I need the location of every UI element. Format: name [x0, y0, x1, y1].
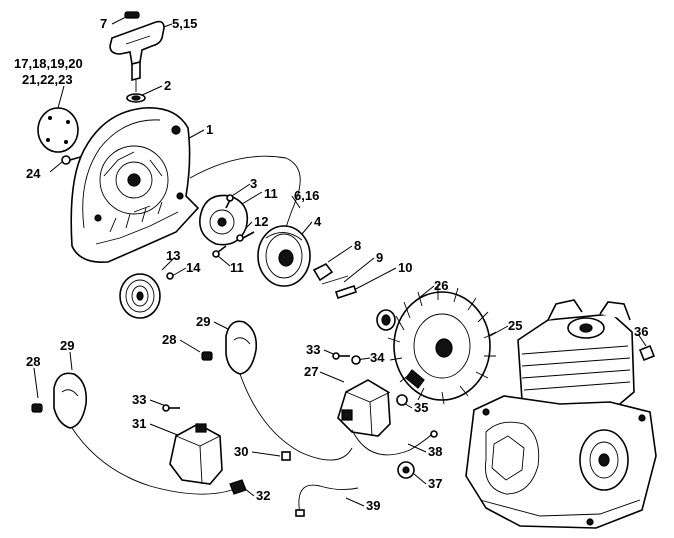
label-30: 30 [234, 444, 248, 459]
label-27: 27 [304, 364, 318, 379]
part-28-spring-left [31, 403, 43, 413]
label-31: 31 [132, 416, 146, 431]
label-37: 37 [428, 476, 442, 491]
part-2-bushing [126, 93, 146, 103]
part-14-spring-tab [166, 272, 174, 280]
part-25-flywheel [387, 284, 497, 405]
part-27-ignition-module [337, 379, 438, 456]
label-17-20: 17,18,19,20 [14, 56, 83, 71]
label-34: 34 [370, 350, 385, 365]
label-2: 2 [164, 78, 171, 93]
part-36-clip [638, 344, 656, 362]
label-3: 3 [250, 176, 257, 191]
part-34-washer [351, 355, 361, 365]
label-11-lower: 11 [230, 260, 244, 275]
label-8: 8 [354, 238, 361, 253]
label-28-left: 28 [26, 354, 40, 369]
engine-assembly [465, 299, 657, 529]
part-8-pawl [312, 262, 334, 282]
label-29-right: 29 [196, 314, 210, 329]
part-35-washer [396, 394, 408, 406]
part-9-clip [321, 275, 349, 285]
part-33-screws [162, 352, 350, 412]
part-29-boot-right [225, 320, 353, 461]
label-39: 39 [366, 498, 380, 513]
label-12: 12 [254, 214, 268, 229]
label-11-upper: 11 [264, 186, 278, 201]
label-13: 13 [166, 248, 180, 263]
label-14: 14 [186, 260, 201, 275]
part-29-boot-left [53, 372, 233, 495]
label-33-right: 33 [306, 342, 320, 357]
part-24-screw [61, 155, 85, 165]
starter-handle [109, 11, 165, 92]
label-6-16: 6,16 [294, 188, 319, 203]
label-7: 7 [100, 16, 107, 31]
label-9: 9 [376, 250, 383, 265]
part-31-ignition-module [169, 423, 223, 485]
label-28-right: 28 [162, 332, 176, 347]
label-21-23: 21,22,23 [22, 72, 73, 87]
label-10: 10 [398, 260, 412, 275]
screws-11-12 [212, 194, 255, 258]
part-39-short-circuit-wire [295, 484, 359, 517]
label-26: 26 [434, 278, 448, 293]
part-32-clip [229, 479, 247, 495]
part-3-plate [199, 194, 249, 246]
label-4: 4 [314, 214, 322, 229]
part-6-starter-rope [189, 155, 301, 241]
leader-lines [33, 15, 647, 507]
label-29-left: 29 [60, 338, 74, 353]
label-33-left: 33 [132, 392, 146, 407]
part-17-decal-plate [37, 107, 79, 153]
part-37-grommet [397, 461, 415, 479]
part-13-rewind-spring [119, 273, 161, 319]
label-32: 32 [256, 488, 270, 503]
label-36: 36 [634, 324, 648, 339]
part-30-lead [281, 451, 291, 461]
label-1: 1 [206, 122, 213, 137]
part-4-rope-rotor [257, 225, 311, 287]
part-28-spring-right [201, 351, 213, 361]
part-1-fan-housing [70, 107, 200, 263]
label-35: 35 [414, 400, 428, 415]
label-25: 25 [508, 318, 522, 333]
label-5-15: 5,15 [172, 16, 197, 31]
label-24: 24 [26, 166, 41, 181]
part-10-washer [334, 284, 358, 300]
part-26-nut [376, 309, 396, 331]
label-38: 38 [428, 444, 442, 459]
part-number-labels: 7 5,15 17,18,19,20 21,22,23 2 1 24 3 11 … [14, 16, 648, 513]
